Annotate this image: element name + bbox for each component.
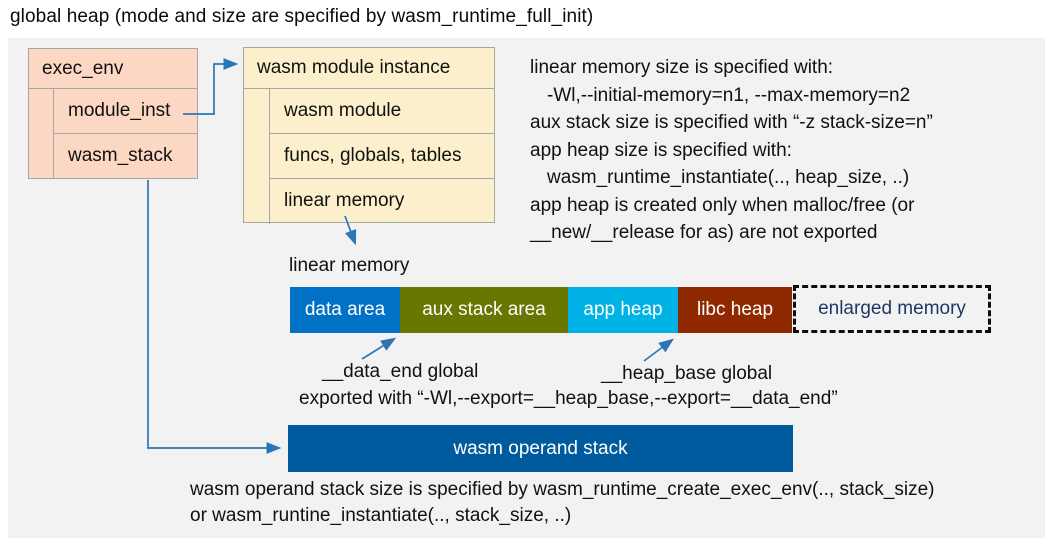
exec-env-row-wasm-stack: wasm_stack xyxy=(53,134,197,179)
exported-with-label: exported with “-Wl,--export=__heap_base,… xyxy=(299,388,838,409)
exec-env-row-module-inst: module_inst xyxy=(53,89,197,134)
operand-stack-notes: wasm operand stack size is specified by … xyxy=(190,477,935,529)
module-instance-row-funcs-globals-tables: funcs, globals, tables xyxy=(269,134,494,179)
note-line: aux stack size is specified with “-z sta… xyxy=(530,112,933,133)
segment-aux-stack-area: aux stack area xyxy=(400,287,568,333)
exec-env-header: exec_env xyxy=(29,49,197,89)
note-line: linear memory size is specified with: xyxy=(530,57,834,78)
note-line: __new/__release for as) are not exported xyxy=(530,222,878,243)
segment-data-area: data area xyxy=(290,287,400,333)
note-line: app heap is created only when malloc/fre… xyxy=(530,194,915,216)
note-line: wasm_runtime_instantiate(.., heap_size, … xyxy=(547,167,910,188)
note-line: wasm operand stack size is specified by … xyxy=(190,479,935,500)
segment-app-heap: app heap xyxy=(568,287,678,333)
heap-base-global-label: __heap_base global xyxy=(601,363,773,384)
module-instance-row-wasm-module: wasm module xyxy=(269,89,494,134)
module-instance-header: wasm module instance xyxy=(244,48,494,89)
note-line: -Wl,--initial-memory=n1, --max-memory=n2 xyxy=(547,84,911,106)
note-line: or wasm_runtine_instantiate(.., stack_si… xyxy=(190,505,572,526)
module-instance-row-linear-memory: linear memory xyxy=(269,179,494,224)
note-line: app heap size is specified with: xyxy=(530,139,792,161)
segment-libc-heap: libc heap xyxy=(678,287,792,333)
exec-env-box: exec_env module_inst wasm_stack xyxy=(28,48,198,179)
wasm-operand-stack-bar: wasm operand stack xyxy=(288,425,793,472)
sizing-notes: linear memory size is specified with: -W… xyxy=(530,54,1046,247)
segment-enlarged-memory: enlarged memory xyxy=(793,285,991,333)
module-instance-box: wasm module instance wasm module funcs, … xyxy=(243,47,495,224)
data-end-global-label: __data_end global xyxy=(322,361,479,382)
page-title: global heap (mode and size are specified… xyxy=(10,6,594,27)
linear-memory-label: linear memory xyxy=(289,255,410,276)
